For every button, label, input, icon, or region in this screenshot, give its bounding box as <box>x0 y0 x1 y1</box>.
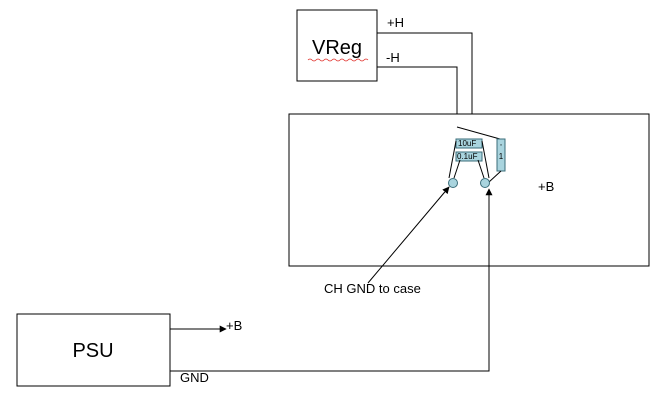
cap-01uf-label: 0.1uF <box>457 152 478 161</box>
cap-lead-left-inner <box>453 159 461 179</box>
cap-lead-right <box>481 140 490 179</box>
vreg-neg-label: -H <box>386 50 400 65</box>
resistor-lead <box>488 170 502 183</box>
cross-wire <box>456 126 501 140</box>
psu-label: PSU <box>72 340 113 362</box>
terminal-left <box>448 178 458 188</box>
pos-h-wire <box>377 32 476 127</box>
cap-lead-right-inner <box>477 159 485 179</box>
psu-gnd-label: GND <box>180 370 209 385</box>
case-label: +B <box>538 179 554 194</box>
psu-out-label: +B <box>226 318 242 333</box>
gnd-wire <box>170 188 493 372</box>
terminal-right <box>480 178 490 188</box>
ch-gnd-label: CH GND to case <box>324 281 421 296</box>
resistor-label: 1 <box>499 152 504 161</box>
vreg-label: VReg <box>312 37 362 59</box>
cap-01uf <box>455 151 483 162</box>
ch-gnd-arrow <box>367 186 450 284</box>
resistor-top-mark: ' <box>500 143 502 152</box>
spellcheck-squiggle <box>307 58 369 62</box>
vreg-pos-label: +H <box>387 15 404 30</box>
psu-box <box>16 313 171 387</box>
cap-10uf-label: 10uF <box>458 139 476 148</box>
cap-lead-left <box>448 140 457 179</box>
case-box <box>288 113 650 267</box>
vreg-box <box>296 9 378 82</box>
neg-h-wire <box>377 66 461 127</box>
